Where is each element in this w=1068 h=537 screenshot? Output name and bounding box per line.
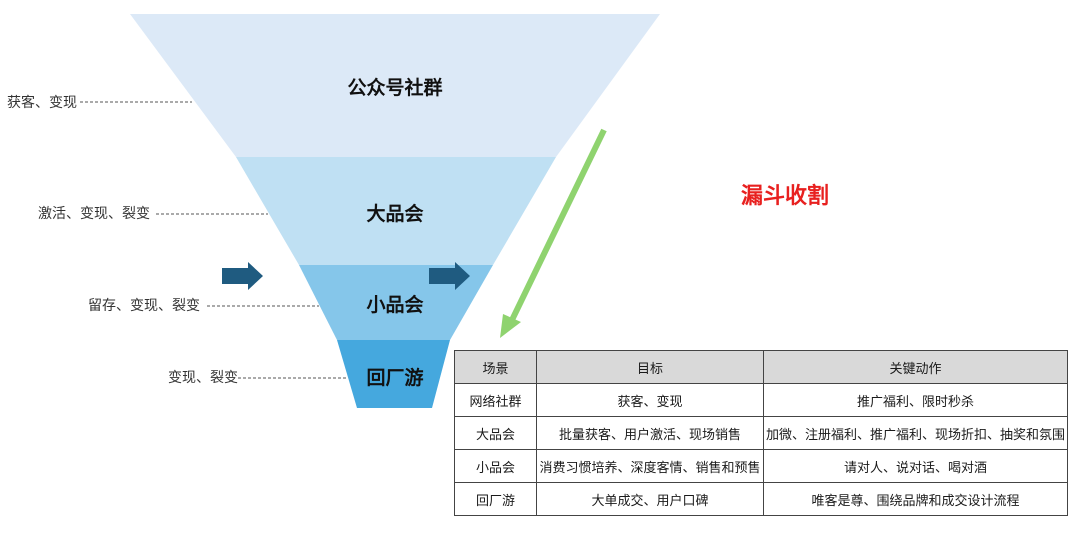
table-cell: 消费习惯培养、深度客情、销售和预售	[536, 449, 764, 483]
funnel-tier-2	[236, 157, 556, 265]
table-row: 回厂游 大单成交、用户口碑 唯客是尊、围绕品牌和成交设计流程	[454, 482, 1068, 516]
funnel-tier-1	[130, 14, 660, 157]
table-row: 大品会 批量获客、用户激活、现场销售 加微、注册福利、推广福利、现场折扣、抽奖和…	[454, 416, 1068, 450]
scene-table: 场景 目标 关键动作 网络社群 获客、变现 推广福利、限时秒杀 大品会 批量获客…	[454, 350, 1068, 516]
table-cell: 唯客是尊、围绕品牌和成交设计流程	[763, 482, 1068, 516]
side-label-4: 变现、裂变	[168, 370, 238, 386]
down-left-arrow-icon	[500, 314, 521, 338]
table-header-row: 场景 目标 关键动作	[454, 350, 1068, 384]
down-left-arrow-line	[509, 128, 607, 322]
right-arrow-icon	[222, 262, 263, 290]
funnel-tier-3-label: 小品会	[366, 293, 423, 316]
table-cell: 获客、变现	[536, 383, 764, 417]
funnel-tier-1-label: 公众号社群	[347, 76, 442, 99]
table-cell: 请对人、说对话、喝对酒	[763, 449, 1068, 483]
right-arrow-icon	[429, 262, 470, 290]
table-cell: 大品会	[454, 416, 537, 450]
funnel-tier-4-label: 回厂游	[366, 366, 423, 389]
table-header-scene: 场景	[454, 350, 537, 384]
table-cell: 推广福利、限时秒杀	[763, 383, 1068, 417]
side-label-2: 激活、变现、裂变	[38, 205, 150, 222]
table-header-goal: 目标	[536, 350, 764, 384]
table-cell: 批量获客、用户激活、现场销售	[536, 416, 764, 450]
table-cell: 大单成交、用户口碑	[536, 482, 764, 516]
table-cell: 小品会	[454, 449, 537, 483]
table-header-actions: 关键动作	[763, 350, 1068, 384]
table-row: 网络社群 获客、变现 推广福利、限时秒杀	[454, 383, 1068, 417]
side-label-1: 获客、变现	[7, 94, 77, 111]
funnel-tier-2-label: 大品会	[366, 202, 423, 225]
table-cell: 网络社群	[454, 383, 537, 417]
table-cell: 回厂游	[454, 482, 537, 516]
table-row: 小品会 消费习惯培养、深度客情、销售和预售 请对人、说对话、喝对酒	[454, 449, 1068, 483]
funnel-tier-4	[337, 340, 450, 408]
side-label-3: 留存、变现、裂变	[88, 298, 200, 314]
table-cell: 加微、注册福利、推广福利、现场折扣、抽奖和氛围	[763, 416, 1068, 450]
headline-text: 漏斗收割	[741, 183, 829, 209]
